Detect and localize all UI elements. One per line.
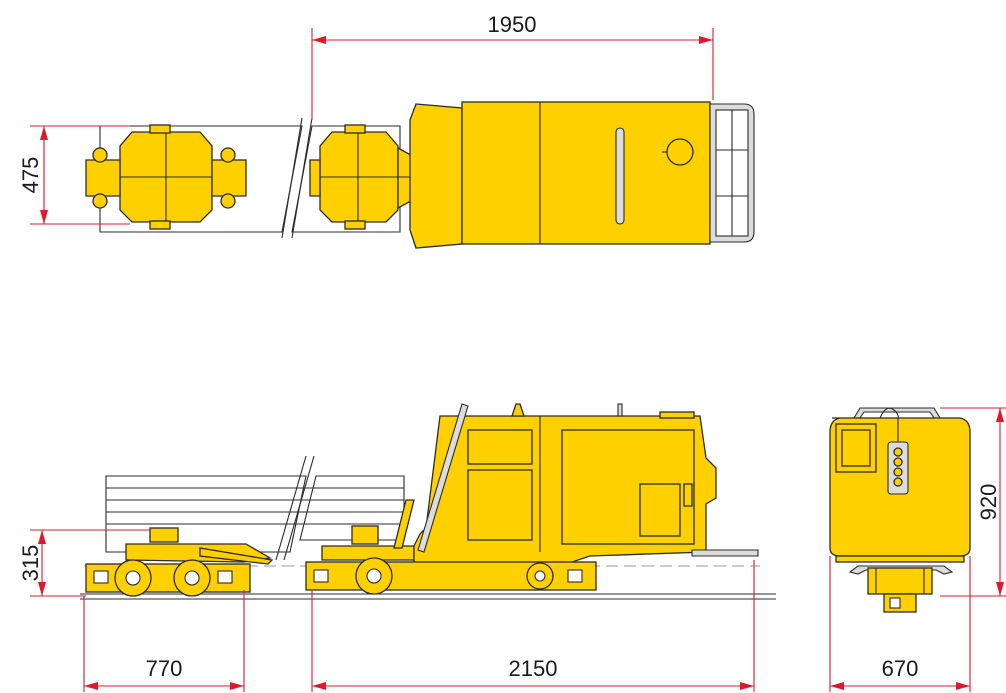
tractor-top <box>409 101 755 249</box>
dimension-670-label: 670 <box>882 656 919 681</box>
side-view: 315 770 2150 <box>18 403 776 692</box>
dimension-1950 <box>311 28 714 120</box>
tractor-side <box>305 403 759 595</box>
dimension-315 <box>30 529 150 597</box>
dimension-670 <box>829 556 971 692</box>
dimension-770-label: 770 <box>146 656 183 681</box>
dimension-920-label: 920 <box>976 484 1001 521</box>
dimension-315-label: 315 <box>18 545 43 582</box>
rear-skate-top <box>85 124 247 230</box>
dimension-770 <box>83 590 245 692</box>
dimension-475 <box>30 125 130 225</box>
dimension-920 <box>940 407 1006 597</box>
top-view: 1950 475 <box>18 12 755 249</box>
rear-skate-side <box>85 527 274 597</box>
dimension-1950-label: 1950 <box>488 12 537 37</box>
front-view: 920 670 <box>829 407 1006 692</box>
dimension-2150-label: 2150 <box>509 656 558 681</box>
dimension-2150 <box>311 560 755 692</box>
dimension-475-label: 475 <box>18 157 43 194</box>
